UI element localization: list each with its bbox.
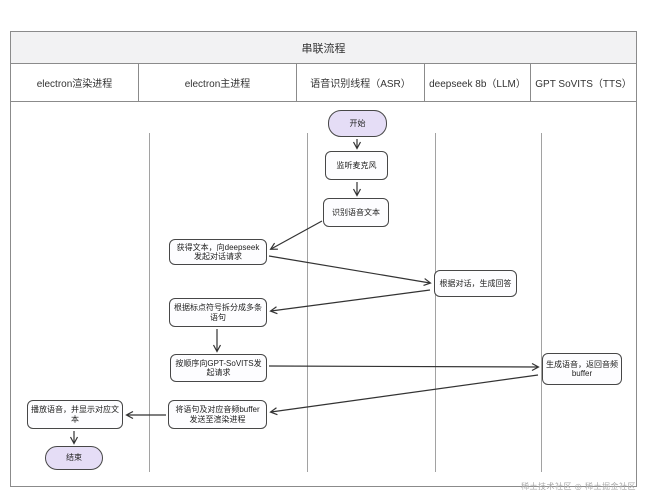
lane-divider: [307, 133, 308, 472]
node-end: 结束: [45, 446, 103, 470]
lane-header-row: electron渲染进程 electron主进程 语音识别线程（ASR） dee…: [11, 64, 636, 102]
node-generate-voice: 生成语音，返回音频buffer: [542, 353, 622, 385]
watermark: 稀土技术社区 ◎ 稀土掘金社区: [521, 482, 636, 491]
node-request-tts: 按顺序向GPT-SoVITS发起请求: [170, 354, 267, 382]
lane-header-electron-main: electron主进程: [139, 64, 297, 101]
node-generate-answer: 根据对话，生成回答: [434, 270, 517, 297]
node-recognize-text: 识别语音文本: [323, 198, 389, 227]
node-play-voice: 播放语音，并显示对应文本: [27, 400, 123, 429]
node-listen-mic: 监听麦克风: [325, 151, 388, 180]
lane-header-asr-thread: 语音识别线程（ASR）: [297, 64, 425, 101]
lane-header-deepseek-llm: deepseek 8b（LLM）: [425, 64, 531, 101]
node-split-sentences: 根据标点符号拆分成多条语句: [169, 298, 267, 327]
node-send-to-renderer: 将语句及对应音频buffer发送至渲染进程: [168, 400, 267, 429]
node-get-text-request: 获得文本，向deepseek发起对话请求: [169, 239, 267, 265]
diagram-title: 串联流程: [11, 32, 636, 64]
lane-divider: [149, 133, 150, 472]
lane-header-gpt-sovits-tts: GPT SoVITS（TTS）: [535, 79, 632, 90]
lane-header-electron-renderer: electron渲染进程: [11, 64, 139, 101]
node-start: 开始: [328, 110, 387, 137]
lane-divider: [435, 133, 436, 472]
lane-divider: [541, 133, 542, 472]
